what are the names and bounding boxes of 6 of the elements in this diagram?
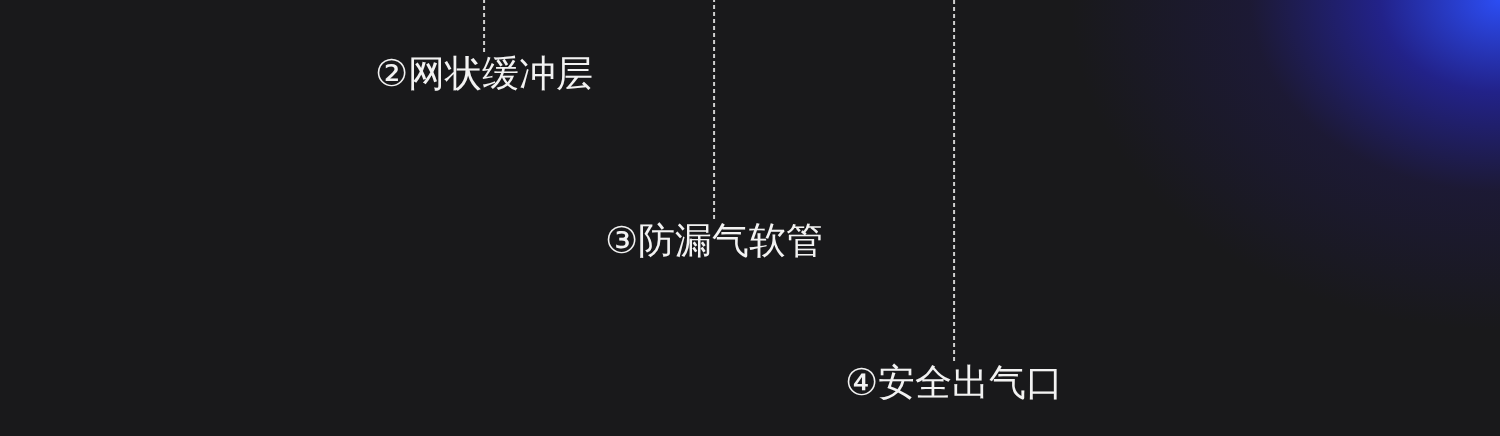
- callout-label: ②网状缓冲层: [375, 54, 594, 95]
- callout-label: ③防漏气软管: [605, 221, 824, 262]
- leader-line: [483, 0, 486, 53]
- leader-line: [953, 0, 956, 362]
- leader-line: [713, 0, 716, 220]
- callout-label: ④安全出气口: [845, 363, 1064, 404]
